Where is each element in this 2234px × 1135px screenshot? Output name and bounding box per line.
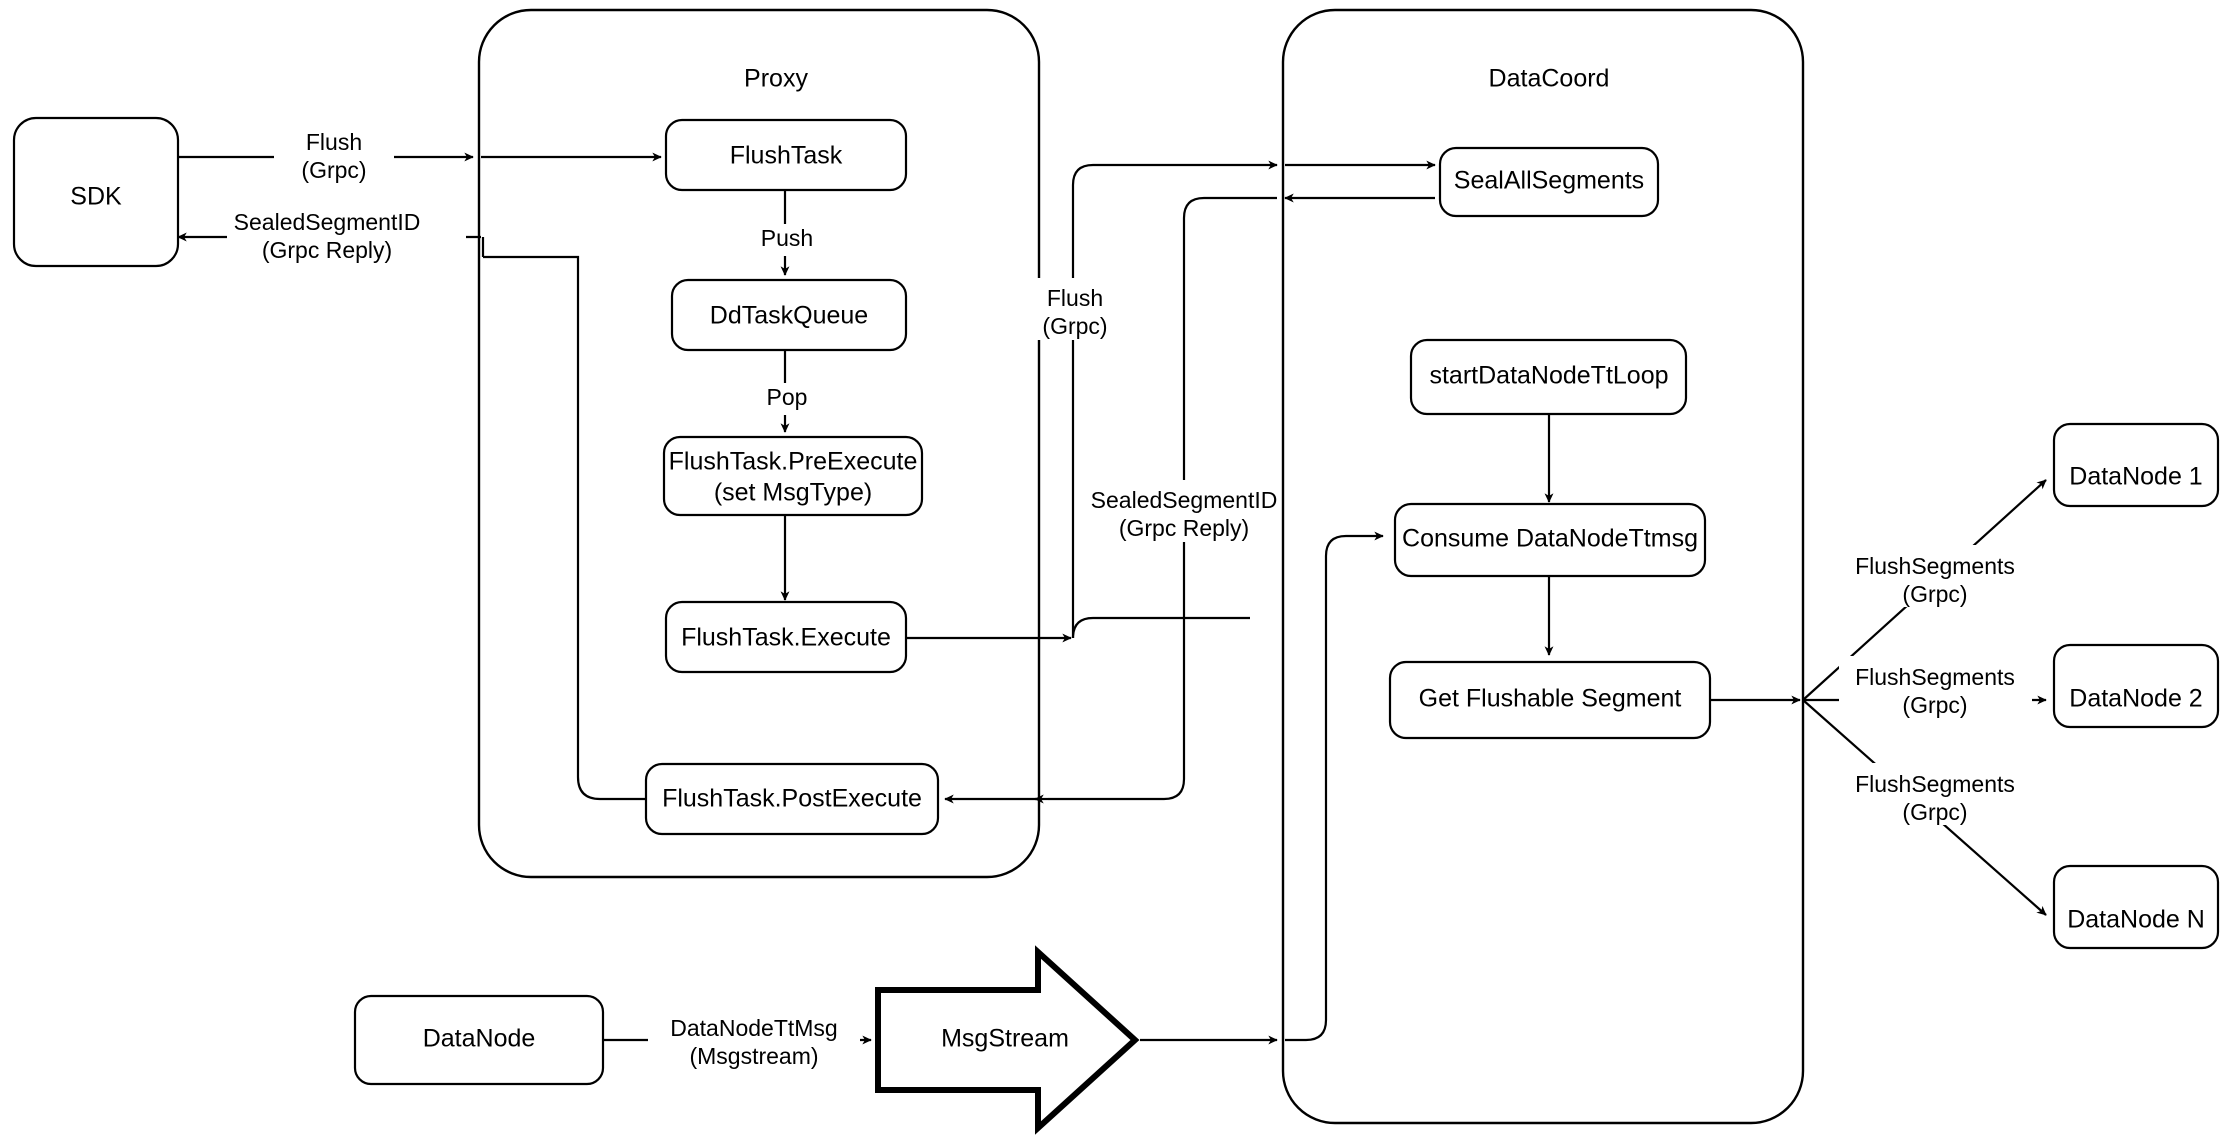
edge-label-flushsegments-n-line1: FlushSegments xyxy=(1855,771,2015,797)
edge-label-ttmsg-line2: (Msgstream) xyxy=(689,1043,818,1069)
node-datanode-1-label: DataNode 1 xyxy=(2069,463,2202,491)
node-start-tt-loop-label: startDataNodeTtLoop xyxy=(1429,362,1668,390)
edge-label-flush-segments-n: FlushSegments (Grpc) xyxy=(1839,763,2032,825)
node-preexecute-label-line2: (set MsgType) xyxy=(714,479,872,507)
edge-label-proxy-coord-line2: (Grpc) xyxy=(1042,313,1107,339)
node-datanode-source[interactable]: DataNode xyxy=(353,994,605,1086)
node-datanode-1[interactable]: DataNode 1 xyxy=(2052,422,2220,508)
edge-postexecute-to-sdk xyxy=(483,255,645,801)
edge-label-flush-segments-1: FlushSegments (Grpc) xyxy=(1839,545,2032,607)
node-dd-task-queue[interactable]: DdTaskQueue xyxy=(670,278,908,352)
node-flush-task[interactable]: FlushTask xyxy=(664,118,908,192)
edge-label-coord-proxy-line2: (Grpc Reply) xyxy=(1119,515,1249,541)
edge-label-flushsegments-1-line1: FlushSegments xyxy=(1855,553,2015,579)
node-start-datanode-tt-loop[interactable]: startDataNodeTtLoop xyxy=(1409,338,1688,416)
edge-label-coord-proxy-line1: SealedSegmentID xyxy=(1091,487,1278,513)
edge-label-coord-to-proxy: SealedSegmentID (Grpc Reply) xyxy=(1088,480,1280,542)
edge-label-pop: Pop xyxy=(752,383,822,415)
edge-label-flush-grpc-line1: Flush xyxy=(306,129,362,155)
edge-label-ttmsg-line1: DataNodeTtMsg xyxy=(670,1015,837,1041)
node-flush-task-label: FlushTask xyxy=(730,142,843,170)
node-sdk-label: SDK xyxy=(70,183,122,211)
edge-label-sdk-to-proxy: Flush (Grpc) xyxy=(274,122,394,184)
node-datanode-2[interactable]: DataNode 2 xyxy=(2052,643,2220,729)
container-proxy-label: Proxy xyxy=(744,65,808,93)
edge-flush-grpc-riser xyxy=(1071,616,1250,639)
node-flushtask-preexecute[interactable]: FlushTask.PreExecute (set MsgType) xyxy=(662,435,924,517)
edge-label-proxy-coord-line1: Flush xyxy=(1047,285,1103,311)
node-get-flushable-segment[interactable]: Get Flushable Segment xyxy=(1388,660,1712,740)
node-execute-label: FlushTask.Execute xyxy=(681,624,891,652)
edge-label-flushsegments-1-line2: (Grpc) xyxy=(1902,581,1967,607)
edge-label-push-text: Push xyxy=(761,225,813,251)
edge-label-datanode-to-msgstream: DataNodeTtMsg (Msgstream) xyxy=(648,1008,860,1070)
node-flushtask-execute[interactable]: FlushTask.Execute xyxy=(664,600,908,674)
edge-label-proxy-to-sdk: SealedSegmentID (Grpc Reply) xyxy=(227,202,466,264)
node-consume-ttmsg-label: Consume DataNodeTtmsg xyxy=(1402,525,1698,553)
node-datanode-source-label: DataNode xyxy=(423,1025,536,1053)
node-consume-datanode-ttmsg[interactable]: Consume DataNodeTtmsg xyxy=(1393,502,1707,578)
edge-flush-grpc-to-coord xyxy=(1071,160,1278,638)
edge-label-flushsegments-2-line2: (Grpc) xyxy=(1902,692,1967,718)
node-flushtask-postexecute[interactable]: FlushTask.PostExecute xyxy=(644,762,940,836)
node-dd-task-queue-label: DdTaskQueue xyxy=(710,302,868,330)
node-sdk[interactable]: SDK xyxy=(12,116,180,268)
node-datanode-n[interactable]: DataNode N xyxy=(2052,864,2220,950)
edge-label-sealedsegmentid-line1: SealedSegmentID xyxy=(234,209,421,235)
edge-label-proxy-to-coord: Flush (Grpc) xyxy=(1018,278,1130,340)
edge-label-push: Push xyxy=(748,224,826,256)
edge-label-flush-grpc-line2: (Grpc) xyxy=(301,157,366,183)
edge-label-pop-text2: Pop xyxy=(767,384,808,410)
edge-label-flush-segments-2: FlushSegments (Grpc) xyxy=(1839,656,2032,718)
edge-label-flushsegments-n-line2: (Grpc) xyxy=(1902,799,1967,825)
node-preexecute-label-line1: FlushTask.PreExecute xyxy=(669,448,918,476)
node-get-flushable-label: Get Flushable Segment xyxy=(1419,685,1682,713)
container-datacoord-label: DataCoord xyxy=(1489,65,1610,93)
node-datanode-n-label: DataNode N xyxy=(2067,906,2205,934)
edge-label-sealedsegmentid-line2: (Grpc Reply) xyxy=(262,237,392,263)
node-datanode-2-label: DataNode 2 xyxy=(2069,685,2202,713)
edge-coord-bottom-to-consume xyxy=(1285,531,1384,1042)
node-seal-all-segments[interactable]: SealAllSegments xyxy=(1438,146,1660,218)
node-msgstream-label: MsgStream xyxy=(941,1025,1069,1053)
node-msgstream[interactable]: MsgStream xyxy=(875,945,1140,1135)
node-seal-all-segments-label: SealAllSegments xyxy=(1454,167,1644,195)
node-postexecute-label: FlushTask.PostExecute xyxy=(662,785,922,813)
edge-label-flushsegments-2-line1: FlushSegments xyxy=(1855,664,2015,690)
